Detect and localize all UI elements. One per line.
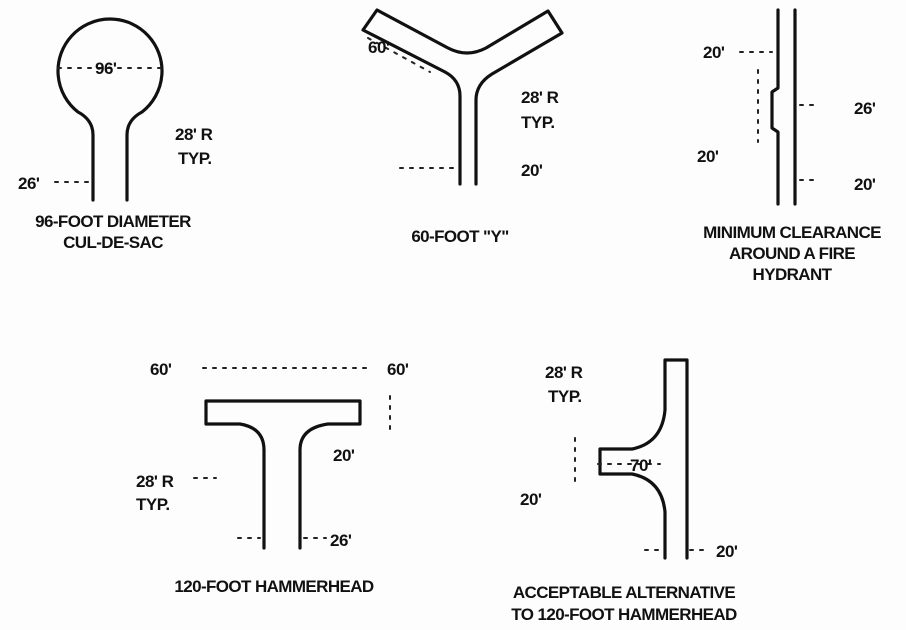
cul-de-sac-caption-line1: 96-FOOT DIAMETER [35,212,191,231]
hydrant-caption-line1: MINIMUM CLEARANCE [703,223,881,242]
hydrant-upper-width-label: 26' [854,99,876,118]
alternative-outline [598,358,689,560]
alternative-radius-note: TYP. [548,387,582,406]
y-radius-label: 28' R [521,88,559,107]
y-caption: 60-FOOT "Y" [411,227,508,246]
hydrant-top-clear-label: 20' [703,43,725,62]
hydrant-lower-width-label: 20' [854,175,876,194]
hammerhead-stem-width-label: 26' [330,531,352,550]
y-radius-note: TYP. [521,113,555,132]
hydrant-clearance-diagram: 20' 20' 26' 20' MINIMUM CLEARANCE AROUND… [697,8,882,284]
hydrant-caption-line2: AROUND A FIRE [729,244,855,263]
hydrant-caption-line3: HYDRANT [753,265,833,284]
cul-de-sac-width-label: 26' [18,174,40,193]
hammerhead-diagram: 60' 60' 20' 28' R TYP. 26' 120-FOOT HAMM… [136,360,409,596]
hammerhead-radius-note: TYP. [136,495,170,514]
alternative-radius-label: 28' R [545,363,583,382]
cul-de-sac-caption-line2: CUL-DE-SAC [63,233,163,252]
y-leg-dim [367,37,431,73]
hammerhead-outline [204,399,362,550]
alternative-road-width-label: 20' [716,542,738,561]
hammerhead-caption: 120-FOOT HAMMERHEAD [174,577,374,596]
alternative-caption-line2: TO 120-FOOT HAMMERHEAD [511,605,737,624]
cul-de-sac-diagram: 96' 28' R TYP. 26' 96-FOOT DIAMETER CUL-… [18,17,213,252]
alternative-stub-width-label: 20' [520,490,542,509]
cul-de-sac-diameter-label: 96' [95,59,117,78]
cul-de-sac-radius-note: TYP. [178,149,212,168]
y-turnaround-outline [361,8,564,186]
cul-de-sac-outline [56,17,164,202]
alternative-caption-line1: ACCEPTABLE ALTERNATIVE [513,583,736,602]
alternative-diagram: 28' R TYP. 70' 20' 20' ACCEPTABLE ALTERN… [511,358,738,624]
hydrant-left-curb [770,8,780,206]
hydrant-bottom-clear-label: 20' [697,147,719,166]
cul-de-sac-radius-label: 28' R [175,125,213,144]
alternative-length-label: 70' [630,456,652,475]
y-width-label: 20' [521,161,543,180]
hammerhead-radius-label: 28' R [136,472,174,491]
y-turnaround-diagram: 60' 28' R TYP. 20' 60-FOOT "Y" [361,8,564,246]
hammerhead-left-arm-label: 60' [150,360,172,379]
y-leg-label: 60' [368,38,390,57]
hammerhead-arm-width-label: 20' [333,446,355,465]
hammerhead-right-arm-label: 60' [387,360,409,379]
